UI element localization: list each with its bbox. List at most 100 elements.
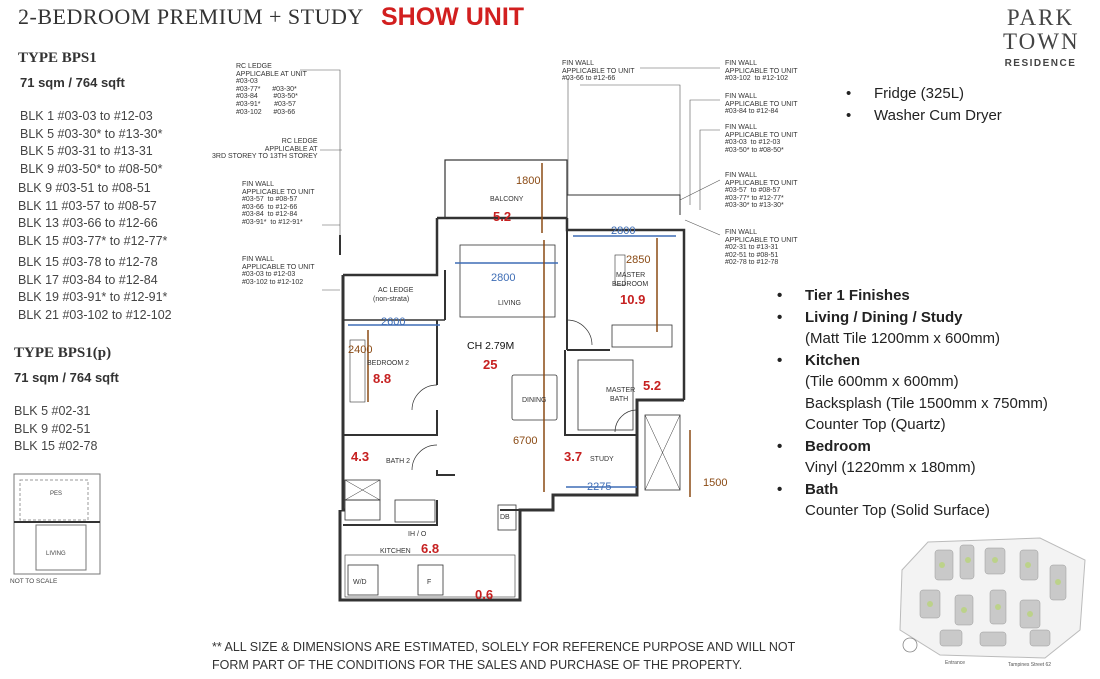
db-label: DB [500,514,510,521]
finish-detail: Counter Top (Quartz) [805,416,946,433]
appliance-item: Fridge (325L) [846,83,1002,105]
fin-wall-note-left1: FIN WALL APPLICABLE TO UNIT #03-57 to #0… [242,181,315,226]
master-bedroom-area: 10.9 [620,292,645,307]
db-area: 0.6 [475,587,493,602]
fin-wall-note-top: FIN WALL APPLICABLE TO UNIT #03-66 to #1… [562,60,635,83]
type-bps1-area: 71 sqm / 764 sqft [20,75,125,90]
unit-range: BLK 11 #03-57 to #08-57 [18,198,157,213]
dim-lines-blue [348,235,676,488]
show-unit-label: SHOW UNIT [381,3,525,31]
finish-heading-kitchen: Kitchen [777,350,1048,372]
bath2-area: 4.3 [351,449,369,464]
logo-line2: TOWN [1003,29,1080,54]
appliance-list: Fridge (325L) Washer Cum Dryer [846,83,1002,126]
kitchen-label: KITCHEN [380,548,411,555]
rc-ledge-units-note: RC LEDGE APPLICABLE AT UNIT #03-03 #03-7… [236,63,307,116]
bps1p-units: BLK 5 #02-31 BLK 9 #02-51 BLK 15 #02-78 [14,403,97,456]
unit-range: BLK 17 #03-84 to #12-84 [18,272,158,287]
unit-range: BLK 15 #02-78 [14,439,98,454]
unit-range: BLK 1 #03-03 to #12-03 [20,109,153,123]
finish-detail: Backsplash (Tile 1500mm x 750mm) [805,394,1048,412]
study-area: 3.7 [564,449,582,464]
page-title: 2-BEDROOM PREMIUM + STUDY [18,4,364,29]
fridge-label: F [427,579,431,586]
unit-range: BLK 5 #03-31 to #13-31 [20,144,153,159]
dim-bedroom2-depth: 2400 [348,344,372,356]
master-bath-area: 5.2 [643,378,661,393]
dim-bedroom2-width: 2600 [381,316,405,328]
master-bedroom-label-l2: BEDROOM [612,281,648,288]
fin-wall-note-r2: FIN WALL APPLICABLE TO UNIT #03-84 to #1… [725,93,798,116]
finish-detail: Vinyl (1220mm x 180mm) [805,459,976,476]
dim-master-width: 2800 [611,225,635,237]
appliance-item: Washer Cum Dryer [846,105,1002,127]
walls [338,159,686,602]
living-label: LIVING [498,300,521,307]
dining-label: DINING [522,397,547,404]
type-bps1p-title: TYPE BPS1(p) [14,345,112,361]
finishes-title: Tier 1 Finishes [777,285,1048,307]
disclaimer-line: FORM PART OF THE CONDITIONS FOR THE SALE… [212,658,743,672]
disclaimer: ** ALL SIZE & DIMENSIONS ARE ESTIMATED, … [212,638,795,674]
fin-wall-note-r4: FIN WALL APPLICABLE TO UNIT #03-57 to #0… [725,172,798,210]
bps1-units-group2: BLK 9 #03-51 to #08-51 BLK 11 #03-57 to … [18,180,167,250]
bps1-units-group1: BLK 1 #03-03 to #12-03 BLK 5 #03-30* to … [20,108,162,178]
kitchen-area: 6.8 [421,541,439,556]
dim-living-depth: 6700 [513,435,537,447]
unit-range: BLK 15 #03-78 to #12-78 [18,255,158,269]
unit-range: BLK 19 #03-91* to #12-91* [18,290,168,305]
unit-range: BLK 5 #02-31 [14,404,91,418]
site-entrance-label: Entrance [945,660,965,666]
balcony-label: BALCONY [490,196,524,203]
thumbnail-plan: PES LIVING NOT TO SCALE [10,473,101,585]
fin-wall-note-r3: FIN WALL APPLICABLE TO UNIT #03-03 to #1… [725,124,798,154]
unit-range: BLK 21 #03-102 to #12-102 [18,307,172,322]
fin-wall-note-r1: FIN WALL APPLICABLE TO UNIT #03-102 to #… [725,60,798,83]
site-street-label: Tampines Street 62 [1008,662,1051,668]
ceiling-height-label: CH 2.79M [467,340,514,352]
finish-heading-living: Living / Dining / Study [777,307,1048,329]
fin-wall-note-r5: FIN WALL APPLICABLE TO UNIT #02-31 to #1… [725,229,798,267]
unit-range: BLK 5 #03-30* to #13-30* [20,126,163,141]
finish-heading-bath: Bath [777,479,1048,501]
not-to-scale-label: NOT TO SCALE [10,578,58,585]
dim-lines-brown [367,163,691,497]
ac-ledge-label-l2: (non-strata) [373,296,409,303]
dim-master-depth: 2850 [626,254,650,266]
dim-balcony-depth: 1800 [516,175,540,187]
finish-detail: (Tile 600mm x 600mm) [805,373,959,390]
finish-detail: Counter Top (Solid Surface) [805,502,990,519]
bedroom2-area: 8.8 [373,371,391,386]
unit-range: BLK 13 #03-66 to #12-66 [18,216,158,231]
master-bath-label-l2: BATH [610,396,628,403]
type-bps1-title: TYPE BPS1 [18,50,97,66]
finish-heading-bedroom: Bedroom [777,436,1048,458]
living-dining-area: 25 [483,357,497,372]
logo-subtitle: RESIDENCE [1004,58,1077,69]
dim-living-width: 2800 [491,272,515,284]
bedroom2-label: BEDROOM 2 [367,360,409,367]
type-bps1p-area: 71 sqm / 764 sqft [14,370,119,385]
unit-range: BLK 9 #03-50* to #08-50* [20,161,163,176]
disclaimer-line: ** ALL SIZE & DIMENSIONS ARE ESTIMATED, … [212,640,796,654]
finishes-list: Tier 1 Finishes Living / Dining / Study … [777,285,1048,522]
study-label: STUDY [590,456,614,463]
dim-study-width: 2275 [587,481,611,493]
balcony-area: 5.2 [493,209,511,224]
wd-label: W/D [353,579,367,586]
ih-o-label: IH / O [408,531,427,538]
fin-wall-note-left2: FIN WALL APPLICABLE TO UNIT #03-03 to #1… [242,256,315,286]
unit-range: BLK 9 #02-51 [14,421,91,436]
master-bedroom-label-l1: MASTER [616,272,645,279]
dim-study-depth: 1500 [703,477,727,489]
unit-range: BLK 9 #03-51 to #08-51 [18,181,151,195]
logo-line1: PARK [1006,5,1075,30]
thumb-pes-label: PES [50,491,62,497]
bath2-label: BATH 2 [386,458,410,465]
ac-ledge-label-l1: AC LEDGE [378,287,414,294]
site-plan: Entrance Tampines Street 62 [899,537,1086,668]
bps1-units-group3: BLK 15 #03-78 to #12-78 BLK 17 #03-84 to… [18,254,172,324]
floor-plan: BALCONY LIVING MASTER BEDROOM AC LEDGE (… [300,67,727,602]
master-bath-label-l1: MASTER [606,387,635,394]
rc-ledge-storey-note: RC LEDGE APPLICABLE AT 3RD STOREY TO 13T… [212,138,318,161]
